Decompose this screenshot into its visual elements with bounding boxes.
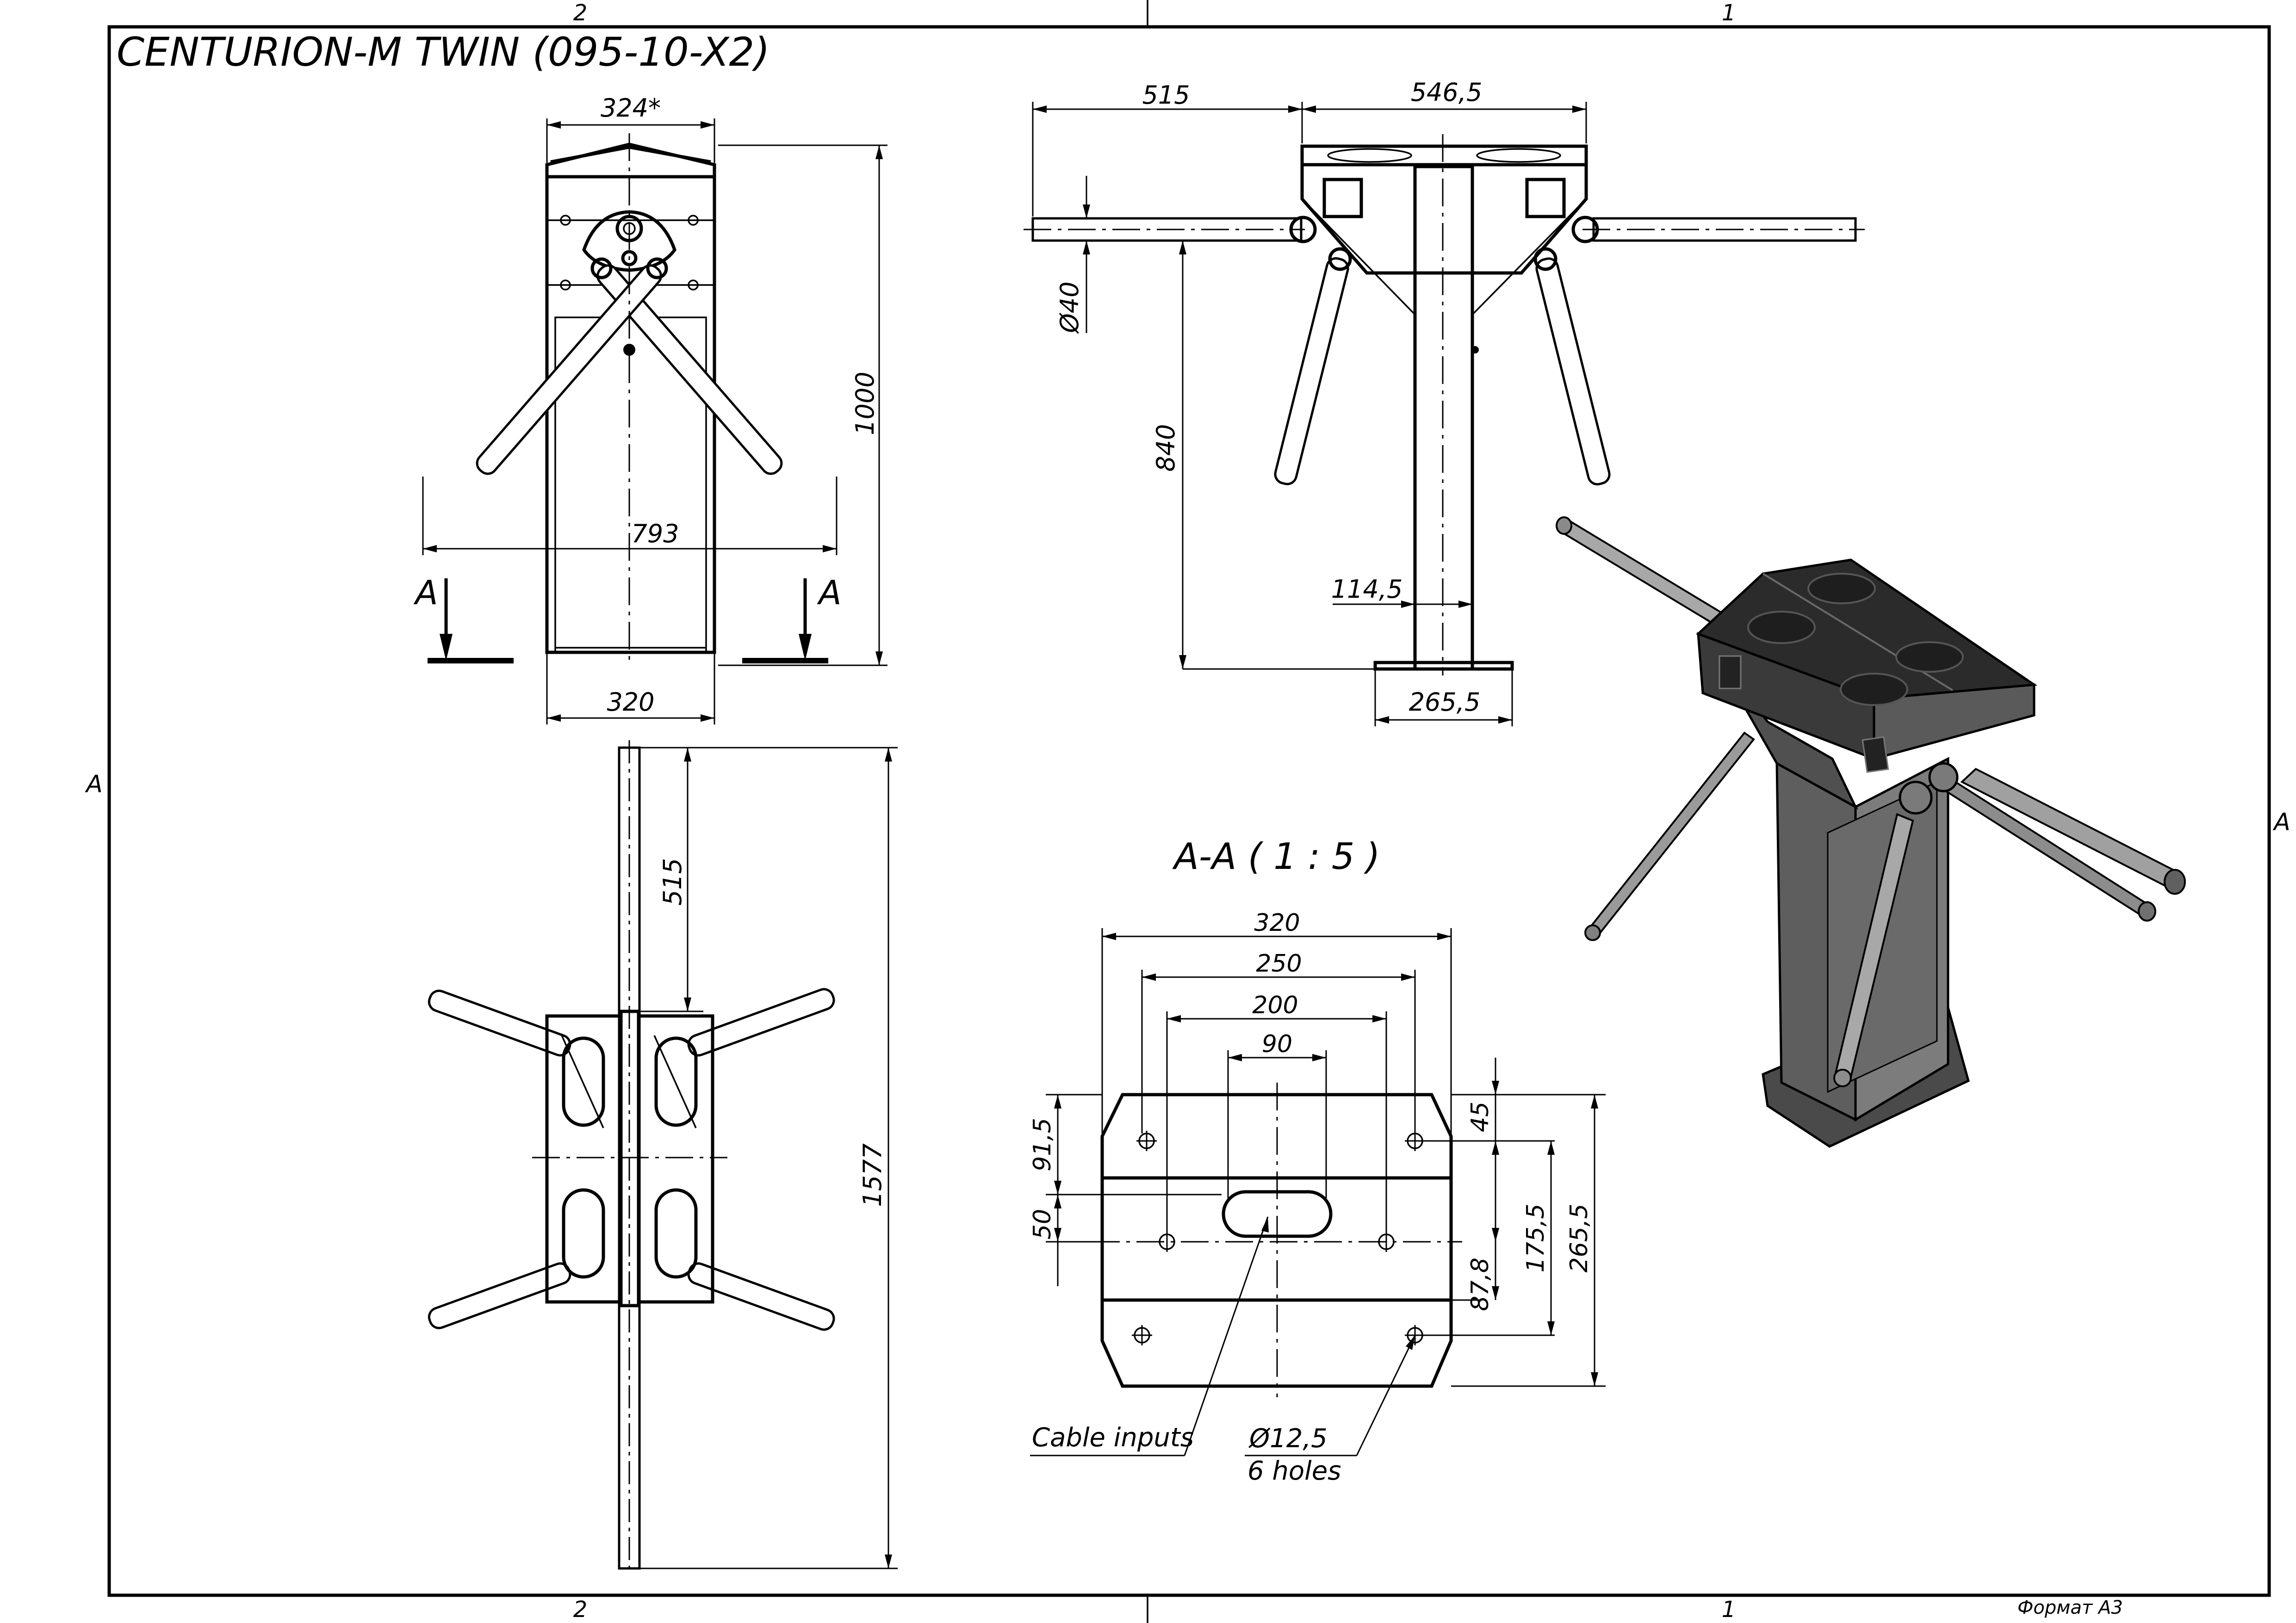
front-dim-span: 793 bbox=[631, 519, 679, 548]
front-dim-height: 1000 bbox=[850, 372, 880, 435]
callout-cable-inputs: Cable inputs bbox=[1032, 1423, 1194, 1453]
drawing-title: CENTURION-M TWIN (095-10-X2) bbox=[117, 29, 770, 75]
section-dim-90: 90 bbox=[1262, 1030, 1292, 1058]
section-view: A-A ( 1 : 5 ) 320 250 200 bbox=[1029, 836, 1606, 1486]
side-dim-arm-height: 840 bbox=[1151, 424, 1180, 471]
section-dim-87-8: 87,8 bbox=[1466, 1258, 1494, 1311]
side-dim-arm-diameter: Ø40 bbox=[1055, 281, 1084, 334]
front-dim-top-width: 324* bbox=[601, 93, 661, 123]
section-dim-250: 250 bbox=[1256, 950, 1302, 978]
section-dim-320: 320 bbox=[1254, 909, 1300, 937]
section-dim-175-5: 175,5 bbox=[1522, 1204, 1550, 1273]
front-view: 324* 1000 793 320 A A bbox=[413, 93, 887, 725]
top-dim-arm-length: 515 bbox=[658, 858, 687, 905]
top-view: 515 1577 bbox=[428, 740, 898, 1573]
row-left-label: A bbox=[85, 770, 103, 798]
zone-top-left: 2 bbox=[573, 0, 588, 26]
side-view: 515 546,5 Ø40 840 114,5 265,5 bbox=[1024, 78, 1865, 726]
callout-hole-diameter: Ø12,5 bbox=[1248, 1424, 1328, 1454]
side-dim-post-width: 114,5 bbox=[1331, 575, 1403, 604]
section-mark-left: A bbox=[413, 573, 438, 612]
top-dim-total-length: 1577 bbox=[858, 1143, 887, 1207]
section-title: A-A ( 1 : 5 ) bbox=[1172, 836, 1380, 878]
zone-top-right: 1 bbox=[1722, 0, 1736, 26]
section-mark-right: A bbox=[817, 573, 841, 612]
side-dim-arm-length: 515 bbox=[1142, 81, 1190, 110]
front-dim-base: 320 bbox=[607, 688, 654, 717]
zone-bottom-left: 2 bbox=[573, 1597, 588, 1623]
section-dim-91-5: 91,5 bbox=[1029, 1118, 1056, 1171]
row-right-label: A bbox=[2272, 808, 2290, 836]
side-dim-head-width: 546,5 bbox=[1411, 78, 1483, 107]
side-dim-foot-width: 265,5 bbox=[1409, 688, 1481, 717]
isometric-view bbox=[1556, 516, 2186, 1148]
callout-hole-count: 6 holes bbox=[1247, 1456, 1341, 1486]
section-dim-265-5: 265,5 bbox=[1565, 1204, 1593, 1273]
section-dim-45: 45 bbox=[1466, 1102, 1494, 1132]
format-label: Формат А3 bbox=[2017, 1597, 2123, 1618]
sheet-frame: 2 1 2 1 A A Формат А3 bbox=[85, 0, 2290, 1623]
section-dim-200: 200 bbox=[1252, 991, 1298, 1019]
zone-bottom-right: 1 bbox=[1722, 1597, 1736, 1623]
section-dim-50: 50 bbox=[1029, 1209, 1056, 1239]
